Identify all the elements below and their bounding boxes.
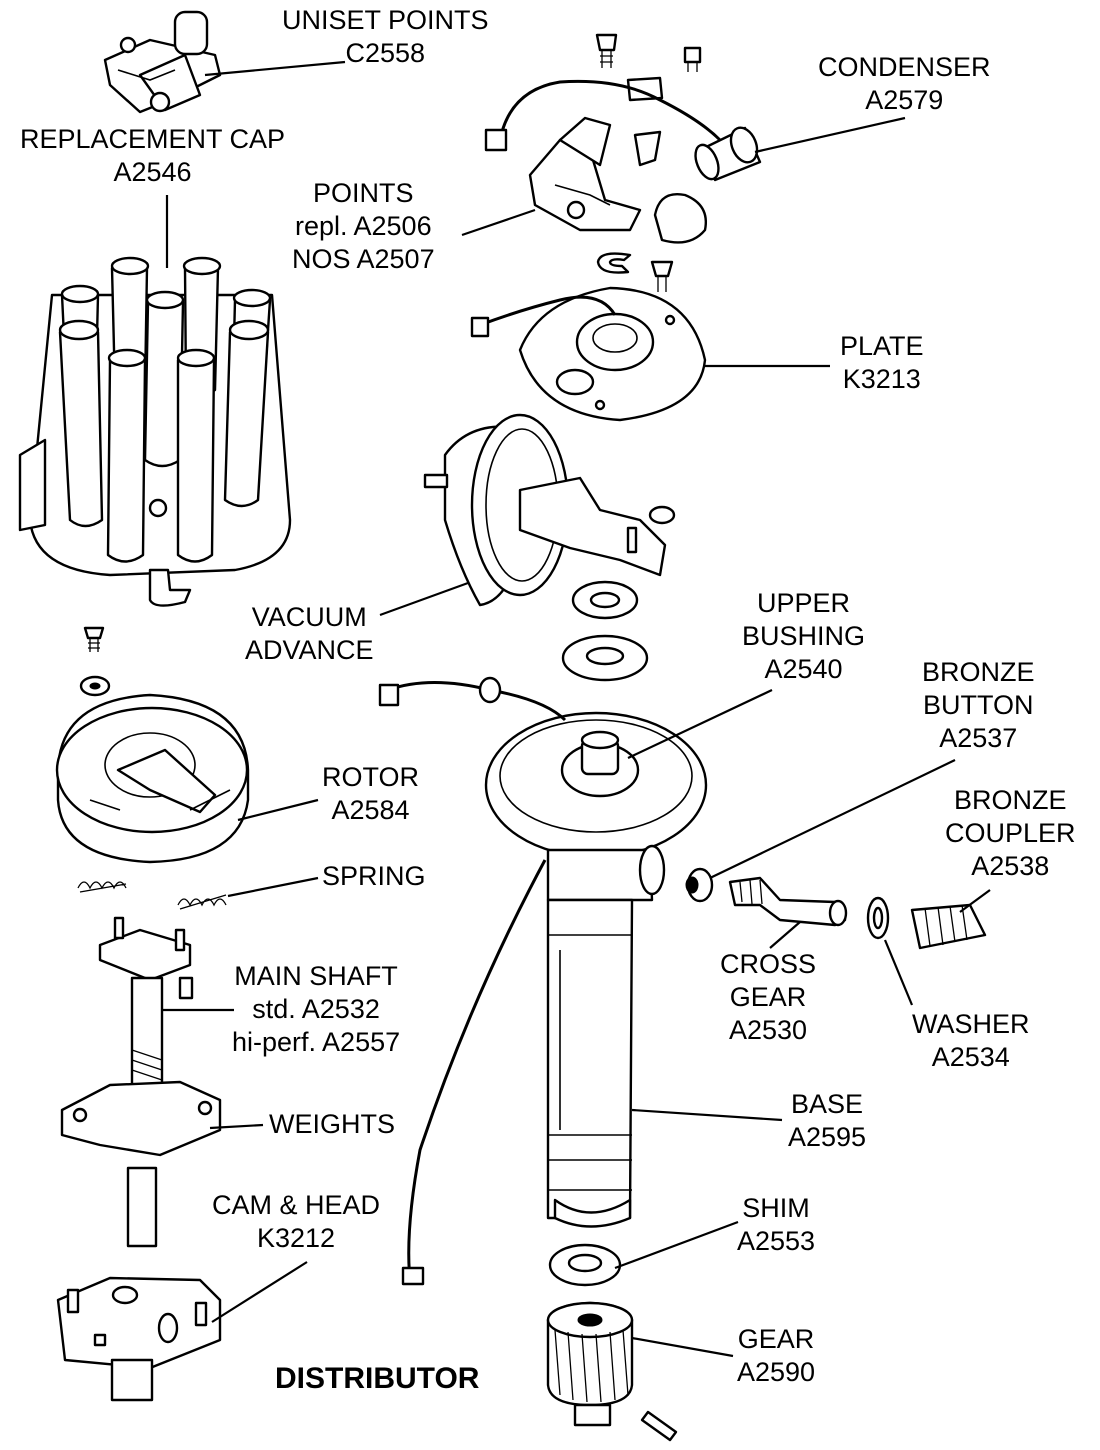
- cross-gear-assembly-drawing: [685, 867, 987, 950]
- plate-drawing: [470, 286, 707, 422]
- base-housing-drawing: [378, 676, 708, 1286]
- uniset-points-drawing: [103, 10, 222, 114]
- cam-head-drawing: [56, 1276, 222, 1402]
- cap-screws-drawing: [79, 626, 111, 697]
- main-shaft-drawing: [60, 916, 222, 1248]
- diagram-title: DISTRIBUTOR: [275, 1362, 480, 1395]
- points-hardware-drawing: [484, 33, 722, 274]
- replacement-cap-drawing: [18, 256, 292, 607]
- rotor-drawing: [55, 693, 250, 864]
- weights-label: WEIGHTS: [269, 1109, 395, 1139]
- springs-drawing: [77, 881, 227, 910]
- vacuum-advance-drawing: [423, 260, 676, 607]
- shim-gear-drawing: [546, 1243, 678, 1442]
- upper-washers-drawing: [561, 580, 649, 682]
- leader-lines: [162, 60, 991, 1358]
- spring-label: SPRING: [322, 861, 426, 891]
- condenser-drawing: [694, 126, 762, 182]
